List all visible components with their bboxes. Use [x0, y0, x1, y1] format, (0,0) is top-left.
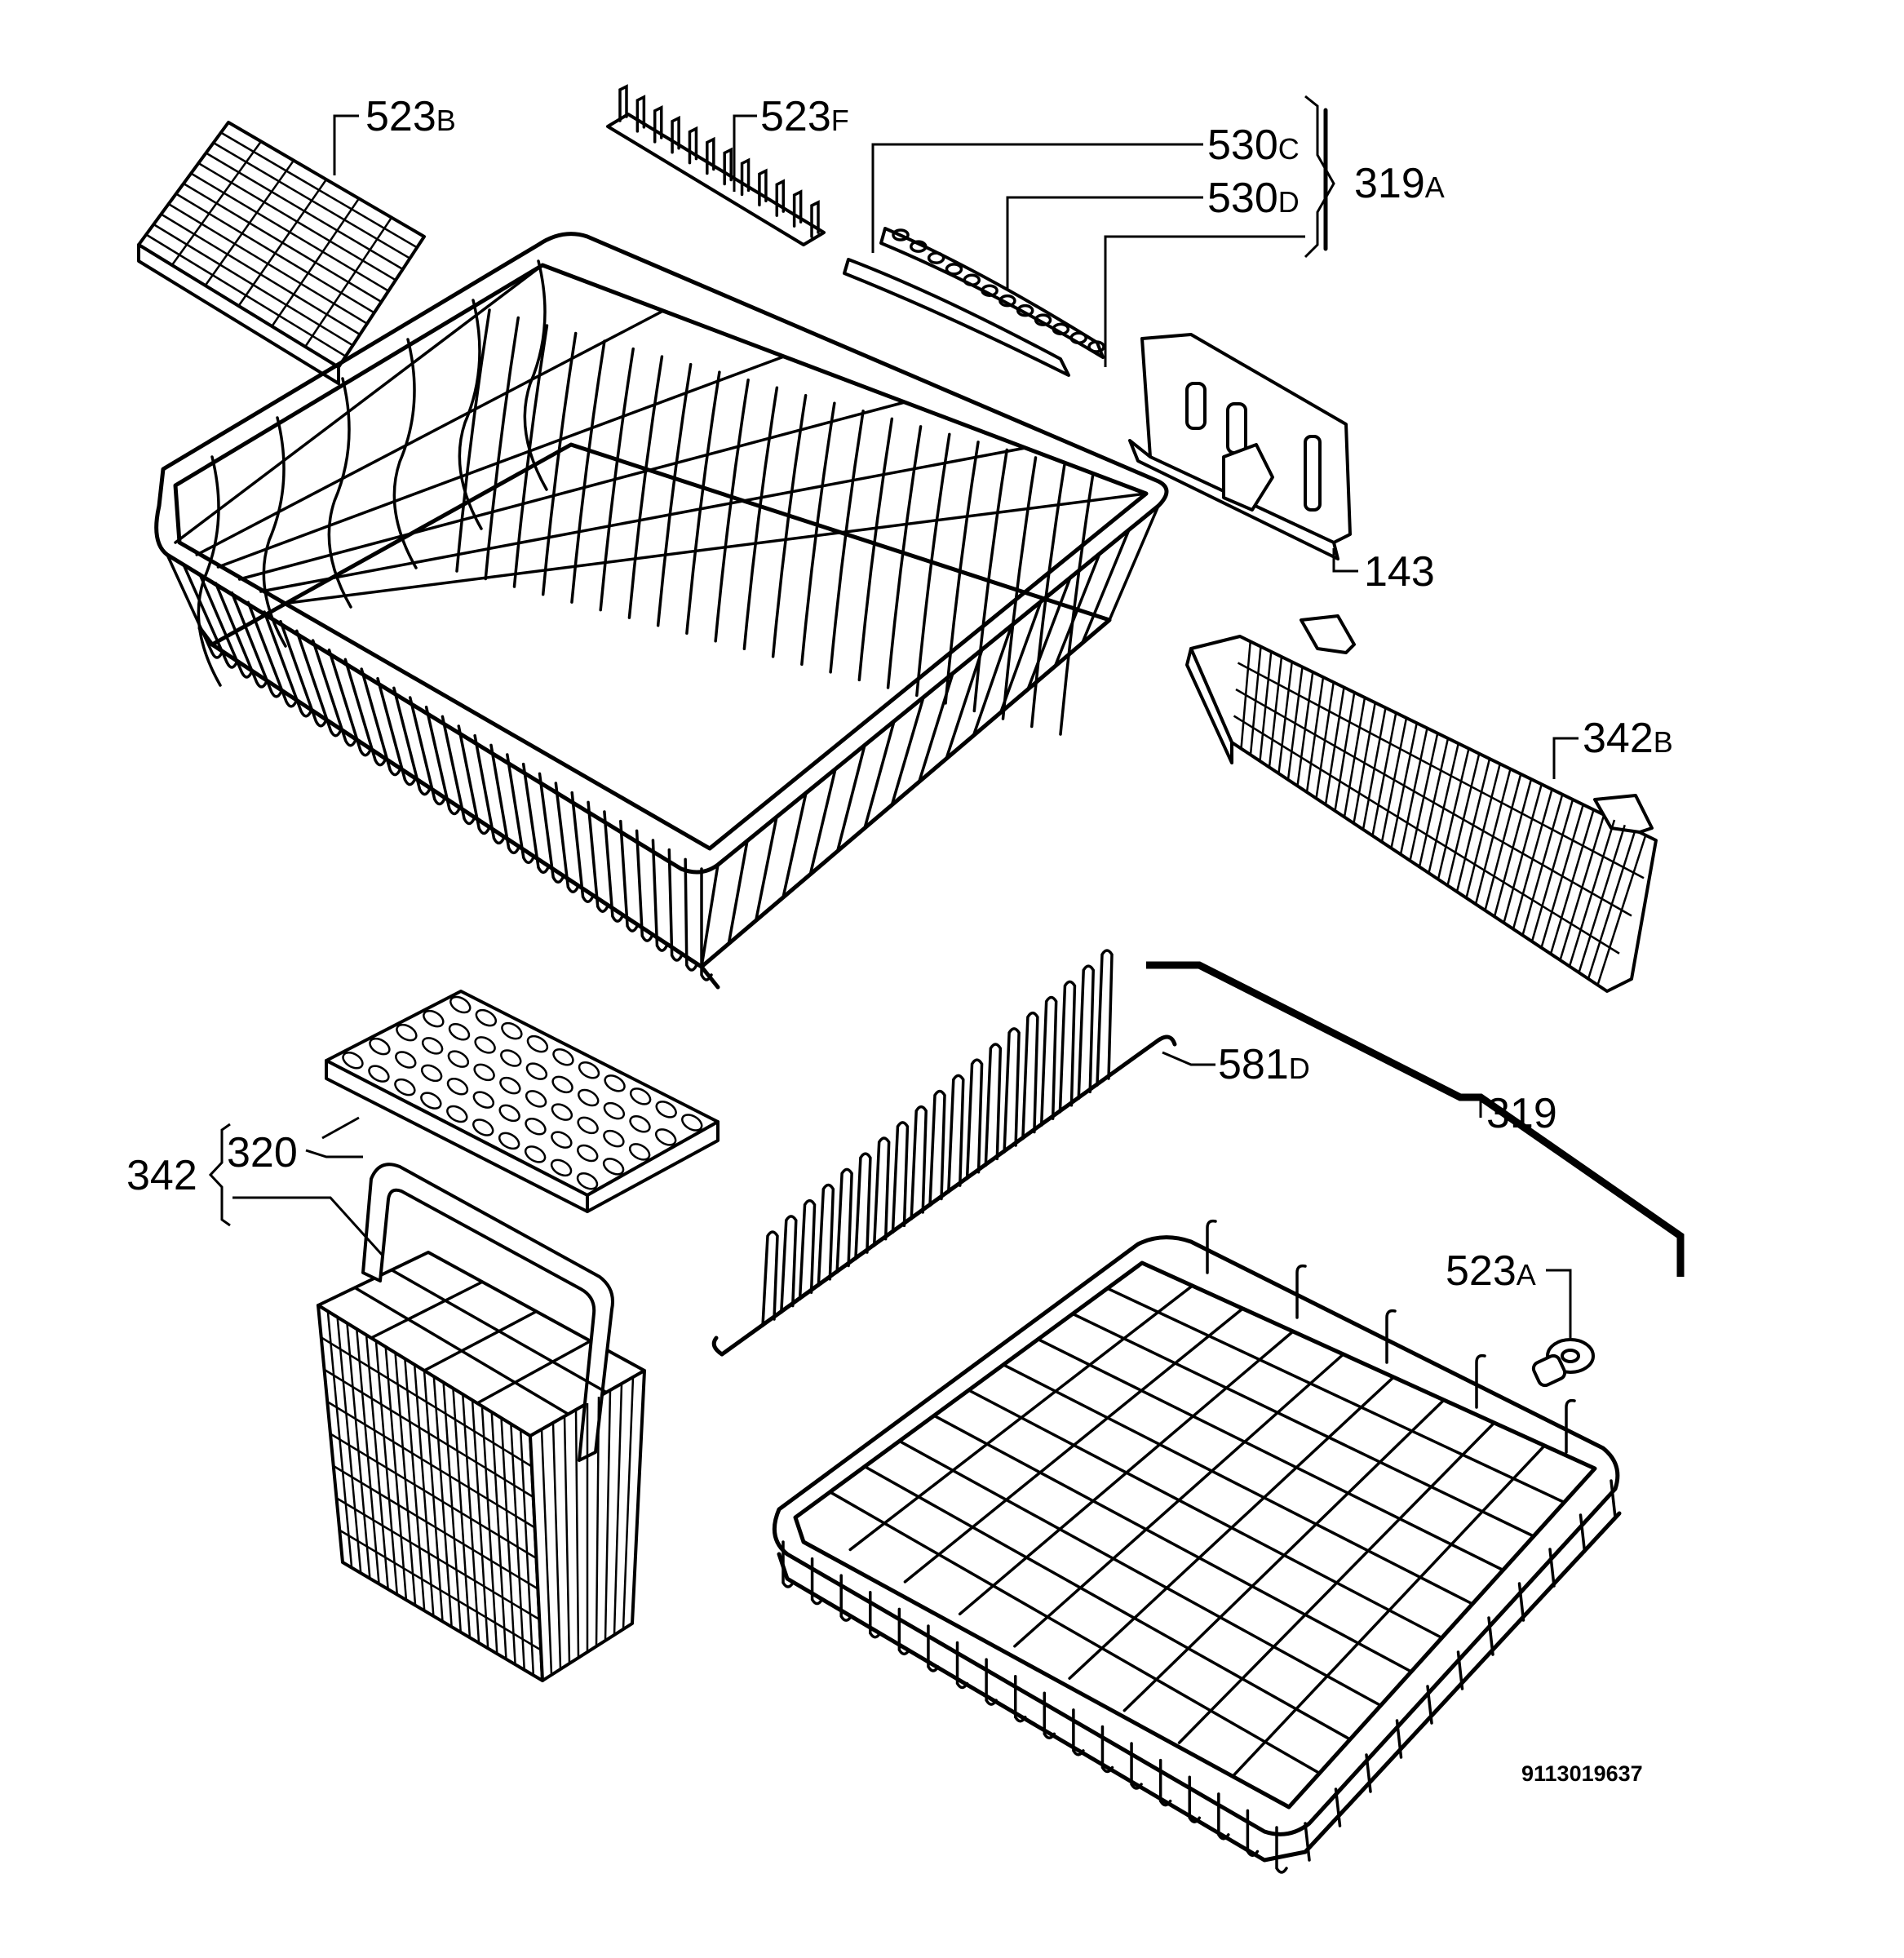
rail-strip-530c — [843, 258, 1070, 377]
upper-basket — [154, 232, 1169, 990]
label-143: 143 — [1364, 548, 1435, 596]
lower-basket — [772, 1219, 1622, 1874]
wheel-523a — [1531, 1338, 1595, 1388]
drawing-code: 9113019637 — [1521, 1761, 1643, 1786]
label-342b: 342B — [1583, 715, 1673, 762]
label-319a: 319A — [1354, 160, 1445, 207]
cutlery-basket-342 — [317, 1163, 646, 1682]
tine-strip-523f — [606, 84, 826, 246]
label-581d: 581D — [1218, 1041, 1310, 1088]
label-523b: 523B — [365, 93, 456, 140]
basket-lid-320 — [325, 990, 720, 1213]
label-523a: 523A — [1446, 1247, 1536, 1295]
label-530c: 530C — [1207, 122, 1300, 169]
labels: 523B 523F 530C 530D 319A 143 342B 581D 3… — [126, 93, 1673, 1786]
rail-strip-530d — [879, 227, 1105, 359]
tine-row-581d — [711, 949, 1177, 1357]
cup-rack-523b — [137, 121, 426, 385]
bracket-143 — [1128, 333, 1352, 560]
label-530d: 530D — [1207, 175, 1300, 222]
label-523f: 523F — [760, 93, 849, 140]
label-319: 319 — [1486, 1090, 1557, 1137]
label-342: 342 — [126, 1152, 197, 1199]
leader-lines — [208, 95, 1685, 1338]
label-320: 320 — [227, 1129, 298, 1176]
side-basket-342b — [1185, 614, 1658, 993]
